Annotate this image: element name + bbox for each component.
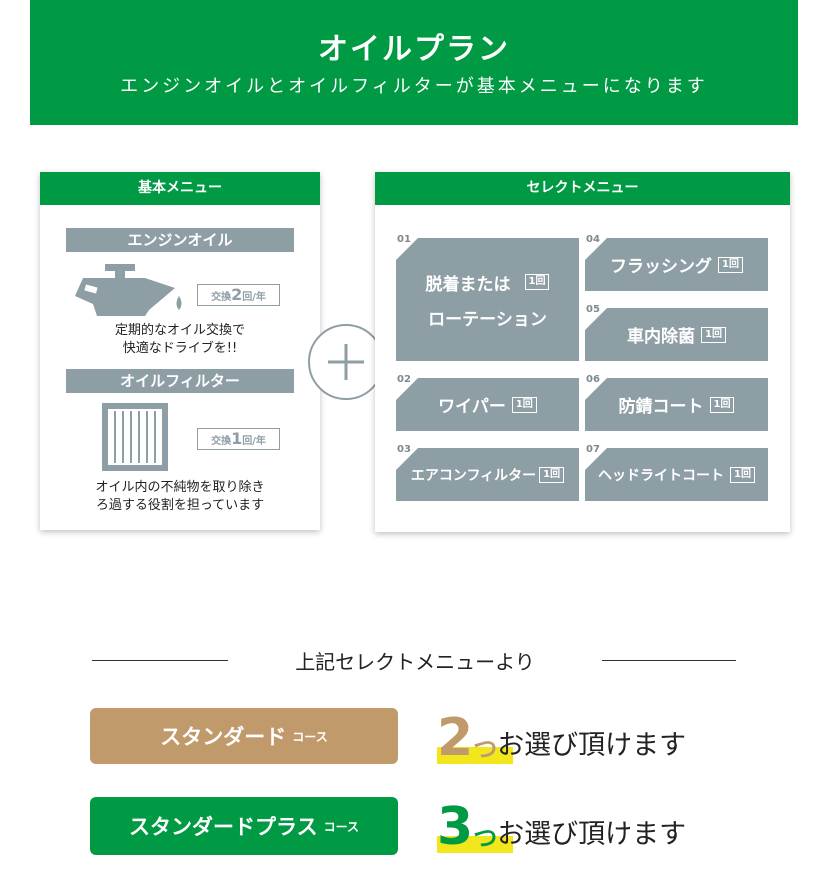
item-number: 04 (586, 234, 600, 245)
choice-text: お選び頂けます (497, 819, 687, 850)
desc-line: 定期的なオイル交換で (114, 323, 245, 338)
course-name: スタンダードプラス (129, 815, 318, 839)
badge-prefix: 交換 (211, 292, 232, 303)
badge-count: 2 (231, 285, 243, 304)
select-menu-card: セレクトメニュー 01 脱着または 1回 ローテーション 02 ワイパー 1回 03… (375, 172, 790, 532)
item-label: フラッシング (610, 257, 713, 277)
basic-menu-title: 基本メニュー (40, 172, 320, 205)
divider-left (92, 660, 228, 661)
footer-heading: 上記セレクトメニューより (295, 650, 535, 674)
standard-course-button[interactable]: スタンダードコース (90, 708, 398, 764)
item-label: エアコンフィルター (410, 467, 537, 484)
oil-can-icon (75, 264, 182, 316)
item-number: 05 (586, 304, 600, 315)
item-count: 1回 (524, 274, 550, 290)
course-name: スタンダード (160, 725, 287, 749)
item-count: 1回 (511, 396, 537, 413)
select-item-wiper: ワイパー 1回 (396, 378, 579, 431)
item-label: ワイパー (438, 397, 506, 417)
highlight (437, 836, 513, 853)
desc-line: ろ過する役割を担っています (95, 498, 265, 513)
oil-filter-description: オイル内の不純物を取り除きろ過する役割を担っています (40, 479, 320, 515)
choice-counter: つ (473, 824, 498, 852)
choice-count: 3 (437, 797, 474, 857)
desc-line: 快適なドライブを!! (122, 341, 238, 356)
select-item-flushing: フラッシング 1回 (585, 238, 768, 291)
item-label: 車内除菌 (627, 327, 696, 347)
select-item-rust-coat: 防錆コート 1回 (585, 378, 768, 431)
page-title: オイルプラン (318, 32, 510, 67)
oil-filter-icon (102, 403, 168, 471)
item-number: 01 (397, 234, 411, 245)
item-number: 06 (586, 374, 600, 385)
select-item-headlight-coat: ヘッドライトコート 1回 (585, 448, 768, 501)
choice-text: お選び頂けます (497, 730, 687, 761)
choice-counter: つ (473, 735, 498, 763)
badge-suffix: 回/年 (242, 292, 266, 303)
select-menu-title: セレクトメニュー (375, 172, 790, 205)
item-number: 02 (397, 374, 411, 385)
standard-plus-course-button[interactable]: スタンダードプラスコース (90, 797, 398, 855)
oil-filter-label: オイルフィルター (66, 369, 294, 393)
badge-prefix: 交換 (211, 436, 232, 447)
course-suffix: コース (323, 819, 359, 834)
item-count: 1回 (539, 466, 565, 483)
plan-header: オイルプラン エンジンオイルとオイルフィルターが基本メニューになります (30, 0, 798, 125)
item-number: 07 (586, 444, 600, 455)
desc-line: オイル内の不純物を取り除き (95, 480, 265, 495)
item-count: 1回 (730, 466, 755, 483)
engine-oil-frequency-badge: 交換2回/年 (197, 284, 280, 306)
page-subtitle: エンジンオイルとオイルフィルターが基本メニューになります (120, 76, 708, 97)
item-label: ローテーション (428, 309, 547, 330)
item-label: 脱着または (425, 274, 511, 295)
item-count: 1回 (701, 326, 726, 343)
divider-right (602, 660, 736, 661)
engine-oil-description: 定期的なオイル交換で快適なドライブを!! (40, 322, 320, 358)
select-item-rotation: 脱着または 1回 ローテーション (396, 238, 579, 361)
item-count: 1回 (718, 256, 743, 273)
course-suffix: コース (292, 729, 328, 744)
select-item-disinfection: 車内除菌 1回 (585, 308, 768, 361)
item-count: 1回 (709, 396, 735, 413)
badge-count: 1 (231, 429, 243, 448)
plus-icon (308, 324, 384, 400)
badge-suffix: 回/年 (242, 436, 266, 447)
item-label: ヘッドライトコート (598, 467, 725, 484)
item-number: 03 (397, 444, 411, 455)
choice-count: 2 (437, 708, 474, 768)
engine-oil-label: エンジンオイル (66, 228, 294, 252)
oil-filter-frequency-badge: 交換1回/年 (197, 428, 280, 450)
basic-menu-card: 基本メニュー エンジンオイル 交換2回/年 定期的なオイル交換で快適なドライブを… (40, 172, 320, 530)
highlight (437, 747, 513, 764)
item-label: 防錆コート (618, 397, 704, 417)
